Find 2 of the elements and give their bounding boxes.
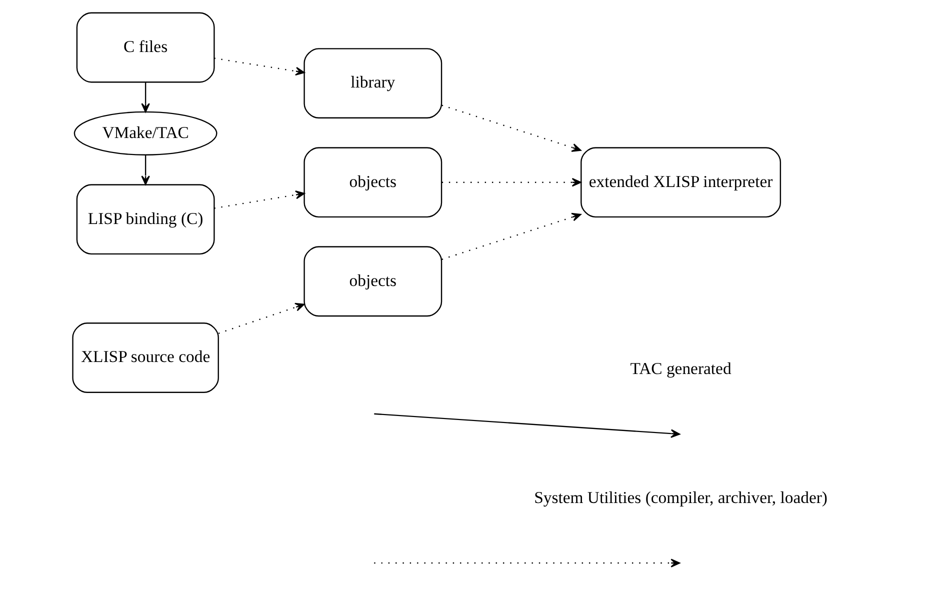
legend-label: TAC generated <box>630 359 731 378</box>
legend-label: System Utilities (compiler, archiver, loader) <box>534 488 827 507</box>
